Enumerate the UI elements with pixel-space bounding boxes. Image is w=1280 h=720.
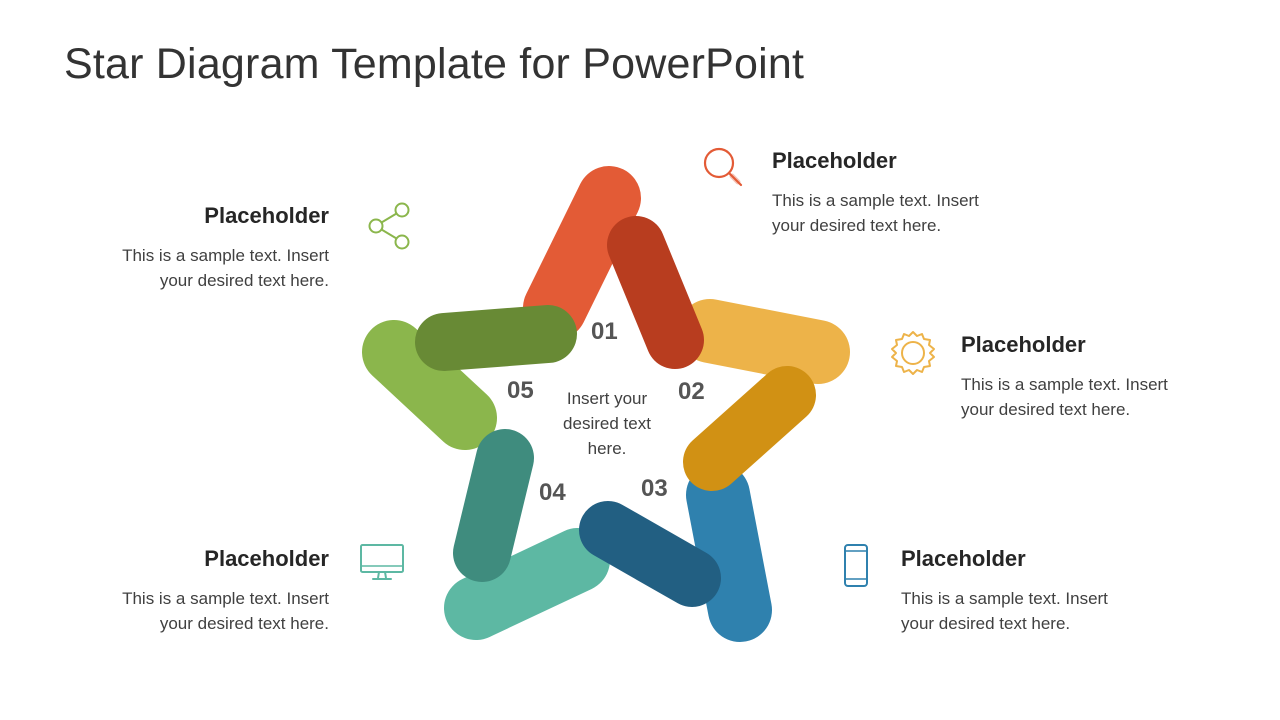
callout-02-body: This is a sample text. Insert your desir…	[961, 375, 1168, 419]
callout-01-body: This is a sample text. Insert your desir…	[772, 191, 979, 235]
segment-03-inner	[579, 501, 721, 607]
segment-02-inner	[683, 366, 816, 491]
smartphone-icon	[844, 544, 868, 587]
segment-number-01: 01	[591, 318, 618, 345]
segment-01-inner	[607, 216, 704, 369]
callout-03-heading: Placeholder	[901, 546, 1026, 571]
segment-number-02: 02	[678, 378, 705, 405]
gear-icon	[891, 331, 935, 375]
segment-number-03: 03	[641, 475, 668, 502]
callout-04-heading: Placeholder	[204, 546, 329, 571]
callout-02-heading: Placeholder	[961, 332, 1086, 357]
callout-03-body: This is a sample text. Insert your desir…	[901, 589, 1108, 633]
segment-05-inner	[415, 305, 577, 371]
segment-number-04: 04	[539, 479, 566, 506]
center-text: Insert your desired text here.	[563, 389, 651, 458]
callout-01-heading: Placeholder	[772, 148, 897, 173]
segment-02-outer	[678, 299, 850, 384]
callout-04: Placeholder This is a sample text. Inser…	[94, 546, 329, 636]
callout-03: Placeholder This is a sample text. Inser…	[901, 546, 1136, 636]
segment-number-05: 05	[507, 377, 534, 404]
callout-04-body: This is a sample text. Insert your desir…	[122, 589, 329, 633]
monitor-icon	[360, 544, 404, 580]
callout-01: Placeholder This is a sample text. Inser…	[772, 148, 1007, 238]
slide-title: Star Diagram Template for PowerPoint	[64, 40, 805, 88]
segment-04-outer	[444, 528, 610, 640]
callout-05-body: This is a sample text. Insert your desir…	[122, 246, 329, 290]
share-icon	[368, 202, 410, 250]
segment-04-inner	[453, 429, 534, 582]
segment-03-outer	[686, 463, 772, 642]
callout-02: Placeholder This is a sample text. Inser…	[961, 332, 1196, 422]
segment-01-outer	[523, 166, 641, 340]
callout-05-heading: Placeholder	[204, 203, 329, 228]
callout-05: Placeholder This is a sample text. Inser…	[94, 203, 329, 293]
segment-05-outer	[362, 320, 497, 450]
magnifier-icon	[703, 147, 743, 187]
